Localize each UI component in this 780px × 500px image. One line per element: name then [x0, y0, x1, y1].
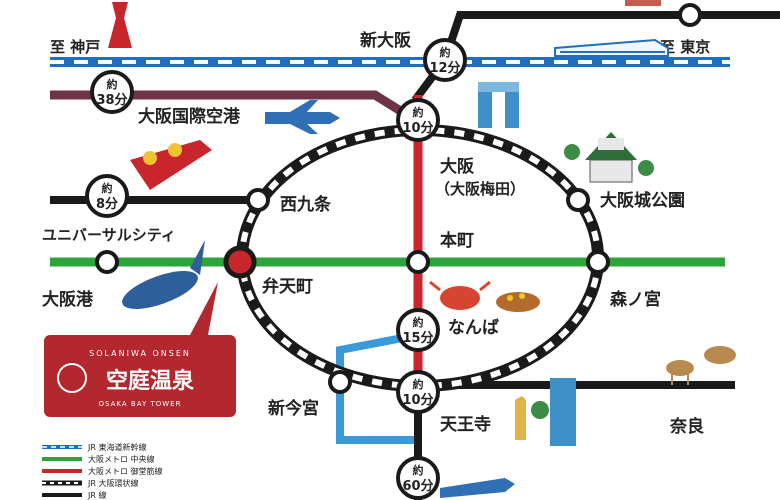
legend-item-shinkansen: JR 東海道新幹線 — [42, 442, 146, 452]
label-tokyo: 至 東京 — [660, 38, 710, 56]
time-badge-38: 約 38分 — [90, 70, 134, 114]
label-osakako: 大阪港 — [42, 289, 94, 310]
station-marker-usj[interactable] — [95, 250, 119, 274]
legend-item-chuo: 大阪メトロ 中央線 — [42, 454, 155, 464]
umeda-building-top-icon — [625, 0, 661, 6]
whale-shark-icon — [122, 240, 205, 309]
time-badge-15: 約 15分 — [396, 308, 440, 352]
svg-text:空庭温泉: 空庭温泉 — [106, 368, 195, 394]
label-honmachi: 本町 — [440, 230, 474, 251]
svg-text:JR 線: JR 線 — [87, 490, 106, 500]
svg-text:60分: 60分 — [402, 478, 433, 494]
legend-item-loop: JR 大阪環状線 — [42, 478, 138, 488]
time-badge-10a: 約 10分 — [396, 98, 440, 142]
time-badge-10b: 約 10分 — [396, 370, 440, 414]
station-marker-honmachi[interactable] — [406, 250, 430, 274]
label-morinomiya: 森ノ宮 — [610, 289, 661, 310]
legend: JR 東海道新幹線 大阪メトロ 中央線 大阪メトロ 御堂筋線 JR 大阪環状線 … — [42, 442, 163, 500]
label-nara: 奈良 — [669, 416, 704, 437]
label-kix: 大阪国際空港 — [138, 106, 241, 127]
label-usj: ユニバーサルシティ — [42, 226, 176, 244]
label-umeda: （大阪梅田） — [435, 180, 525, 198]
label-tennoji: 天王寺 — [440, 414, 491, 435]
blue-line — [336, 331, 419, 444]
umeda-sky-building-icon — [478, 82, 519, 128]
station-marker-nishikujo[interactable] — [246, 188, 270, 212]
osaka-castle-icon — [564, 132, 654, 183]
svg-text:約: 約 — [413, 105, 424, 119]
label-shin-osaka: 新大阪 — [360, 30, 411, 51]
shinkansen-train-icon — [554, 38, 669, 57]
label-kobe: 至 神戸 — [50, 38, 100, 56]
svg-text:約: 約 — [102, 181, 113, 195]
svg-text:大阪メトロ 中央線: 大阪メトロ 中央線 — [88, 454, 155, 464]
time-badge-12: 約 12分 — [423, 38, 467, 82]
svg-text:38分: 38分 — [96, 92, 127, 108]
svg-text:15分: 15分 — [402, 330, 433, 346]
svg-text:12分: 12分 — [429, 60, 460, 76]
station-marker-osakajo[interactable] — [566, 188, 590, 212]
label-bentencho: 弁天町 — [262, 276, 313, 297]
takoyaki-icon — [496, 292, 540, 312]
solaniwa-onsen-logo: SOLANIWA ONSEN 空庭温泉 OSAKA BAY TOWER — [44, 282, 236, 417]
svg-text:8分: 8分 — [96, 196, 118, 212]
svg-text:10分: 10分 — [402, 120, 433, 136]
station-marker-shinimamiya[interactable] — [328, 370, 352, 394]
airplane-icon — [265, 100, 340, 134]
label-nishikujo: 西九条 — [280, 194, 332, 215]
time-badge-8: 約 8分 — [85, 174, 129, 218]
svg-text:約: 約 — [107, 77, 118, 91]
station-marker-bentencho[interactable] — [223, 245, 257, 279]
usj-attraction-icon — [130, 140, 212, 190]
svg-text:SOLANIWA ONSEN: SOLANIWA ONSEN — [89, 349, 191, 358]
svg-text:10分: 10分 — [402, 392, 433, 408]
tennoji-zoo-icon — [515, 378, 576, 446]
crab-icon — [429, 280, 491, 310]
label-shinimamiya: 新今宮 — [268, 398, 319, 419]
svg-text:OSAKA BAY TOWER: OSAKA BAY TOWER — [99, 400, 182, 408]
svg-text:JR 東海道新幹線: JR 東海道新幹線 — [87, 442, 146, 452]
time-badge-60: 約 60分 — [396, 456, 440, 500]
deer-icon — [666, 346, 736, 385]
legend-item-jr: JR 線 — [42, 490, 106, 500]
label-osakajo: 大阪城公園 — [600, 190, 685, 211]
svg-text:JR 大阪環状線: JR 大阪環状線 — [87, 478, 138, 488]
airplane-bottom-icon — [440, 478, 515, 498]
jr-line-tokyo — [411, 11, 780, 103]
label-osaka: 大阪 — [440, 156, 474, 177]
station-marker-tokyo[interactable] — [678, 3, 702, 27]
legend-item-midosuji: 大阪メトロ 御堂筋線 — [42, 466, 163, 476]
label-namba: なんば — [448, 318, 499, 338]
svg-text:約: 約 — [413, 377, 424, 391]
kobe-tower-icon — [108, 2, 132, 48]
svg-text:約: 約 — [440, 45, 451, 59]
svg-text:約: 約 — [413, 315, 424, 329]
svg-text:大阪メトロ 御堂筋線: 大阪メトロ 御堂筋線 — [88, 466, 163, 476]
svg-text:約: 約 — [413, 463, 424, 477]
station-marker-morinomiya[interactable] — [586, 250, 610, 274]
